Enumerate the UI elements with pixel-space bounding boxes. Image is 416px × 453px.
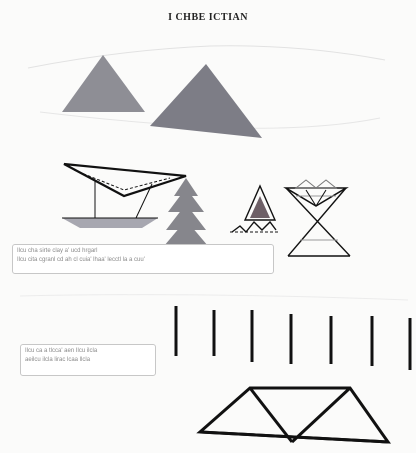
caption-line: Ilcu cita cgranl cd ah cl cuia' lhaa' le… bbox=[17, 256, 269, 265]
caption-line: Ilcu cha sirte clay a' ucd hrgarl bbox=[17, 247, 269, 256]
caption-line: aeilcu ilcla lirac lcaa llcla bbox=[25, 356, 151, 365]
caption-box-upper: Ilcu cha sirte clay a' ucd hrgarl Ilcu c… bbox=[12, 244, 274, 274]
right-gray-triangle bbox=[150, 64, 262, 138]
bowl-figure bbox=[62, 164, 186, 228]
hat-figure bbox=[230, 186, 278, 232]
caption-box-lower: Ilcu ca a tlcca' aen Ilcu ilcla aeilcu i… bbox=[20, 344, 156, 376]
caption-line: Ilcu ca a tlcca' aen Ilcu ilcla bbox=[25, 347, 151, 356]
left-gray-triangle bbox=[62, 55, 145, 112]
hourglass-figure bbox=[286, 180, 350, 256]
faint-separator-line bbox=[20, 295, 408, 300]
tree-figure bbox=[164, 178, 208, 246]
truss-figure bbox=[200, 388, 388, 442]
vertical-lines-row bbox=[176, 306, 410, 370]
